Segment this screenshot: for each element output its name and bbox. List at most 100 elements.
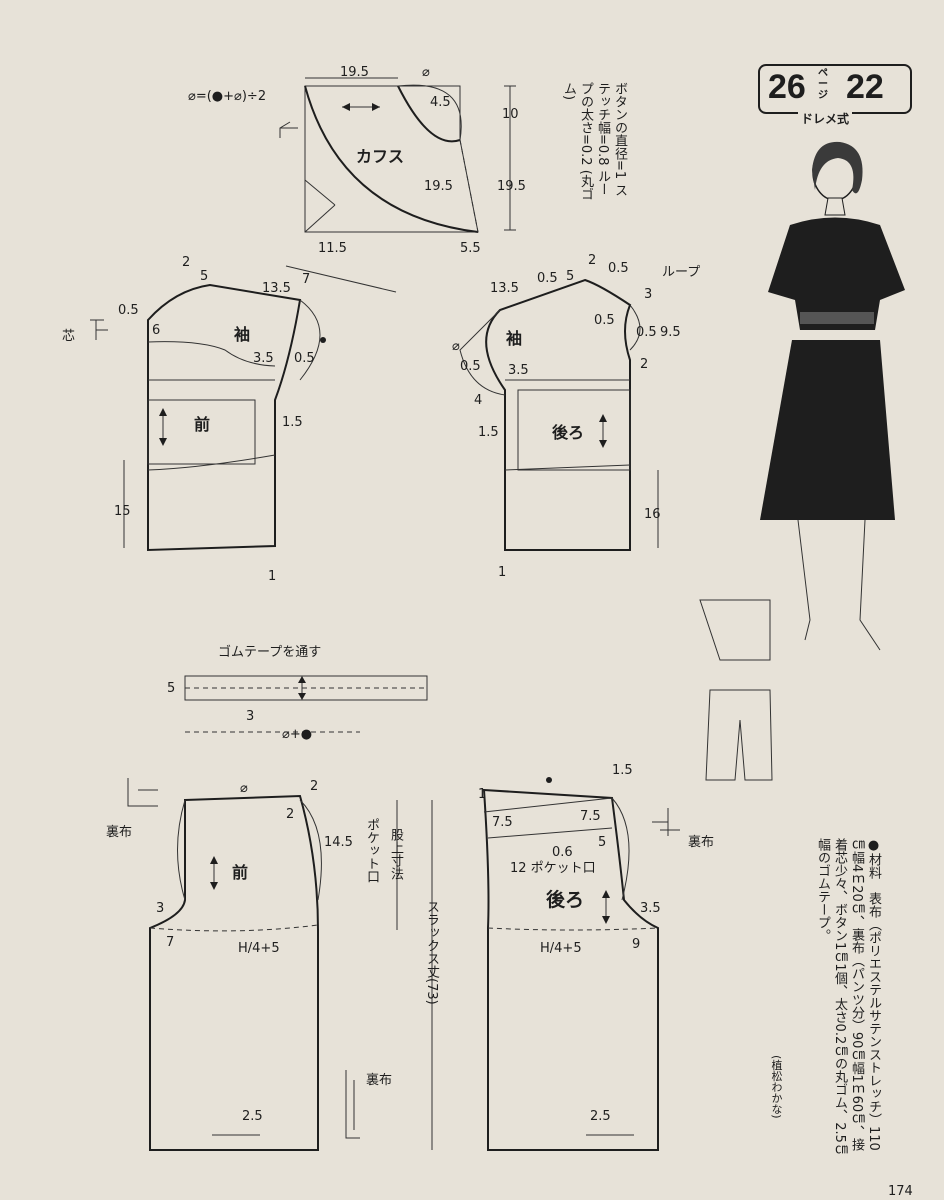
bb-h16: 16 bbox=[644, 507, 661, 522]
fp-lining: 裏布 bbox=[106, 825, 132, 840]
fb-sleeve-label: 袖 bbox=[234, 325, 250, 344]
bp-pocket: 12 ポケット口 bbox=[510, 861, 596, 876]
note-loop-material: (丸ゴム) bbox=[561, 82, 593, 201]
pattern-number: 22 bbox=[846, 68, 884, 106]
fb-m05b: 0.5 bbox=[294, 351, 315, 366]
cuff-piece: 19.5 ⌀ 4.5 10 19.5 19.5 11.5 5.5 カフス bbox=[279, 65, 526, 256]
bb-m05b: 0.5 bbox=[608, 261, 629, 276]
waistband-h5: 5 bbox=[167, 681, 175, 696]
bb-m3: 3 bbox=[644, 287, 652, 302]
front-bodice-outline bbox=[147, 283, 302, 552]
cuff-corner: 5.5 bbox=[460, 241, 481, 256]
length-measure: スラックス丈(73) bbox=[424, 900, 439, 1005]
credit: (植松わかな) bbox=[770, 1055, 783, 1119]
fb-m6: 6 bbox=[152, 323, 160, 338]
model-top bbox=[768, 217, 905, 330]
button-notes: ボタンの直径=1 ステッチ幅=0.8 ループの太さ=0.2 (丸ゴム) bbox=[560, 82, 628, 202]
back-pants: 1.5 1 7.5 7.5 0.6 5 12 ポケット口 3.5 9 H/4+5… bbox=[478, 763, 714, 1151]
page-unit: ページ bbox=[818, 68, 828, 101]
model-culottes bbox=[760, 340, 895, 520]
bp-hem: 2.5 bbox=[590, 1109, 611, 1124]
bp-lining: 裏布 bbox=[688, 835, 714, 850]
fashion-illustration bbox=[699, 141, 905, 781]
front-bodice-7: 7 bbox=[302, 272, 310, 287]
bb-hem1: 1 bbox=[498, 565, 506, 580]
fb-m15arm: 1.5 bbox=[282, 415, 303, 430]
cuff-label: カフス bbox=[356, 147, 404, 166]
bb-m2: 2 bbox=[588, 253, 596, 268]
bb-m4: 4 bbox=[474, 393, 482, 408]
fp-hem: 2.5 bbox=[242, 1109, 263, 1124]
cuff-h10: 10 bbox=[502, 107, 519, 122]
page-ref-number: 26 bbox=[768, 68, 806, 106]
cuff-angle: ⌀ bbox=[422, 65, 430, 80]
bb-m5: 5 bbox=[566, 269, 574, 284]
bb-m15arm: 1.5 bbox=[478, 425, 499, 440]
cuff-arc bbox=[397, 84, 462, 141]
formula: ⌀=(●+⌀)÷2 bbox=[188, 89, 266, 104]
waistband-note: ゴムテープを通す bbox=[218, 644, 321, 660]
materials-text: ●材料 表布（ポリエステルサテンストレッチ）110㎝幅4ｍ20㎝、裏布（パンツ分… bbox=[815, 838, 881, 1156]
bp-crotch9: 9 bbox=[632, 937, 640, 952]
front-bodice: 2 5 13.5 0.5 6 3.5 0.5 1.5 15 1 芯 袖 前 bbox=[62, 255, 326, 584]
fb-h15: 15 bbox=[114, 504, 131, 519]
fb-hem1: 1 bbox=[268, 569, 276, 584]
waistband-m3: 3 bbox=[246, 709, 254, 724]
bb-angle: ⌀ bbox=[452, 339, 460, 354]
cuff-inner-curve bbox=[397, 85, 461, 143]
front-pocket bbox=[147, 399, 256, 465]
model-hair bbox=[812, 141, 863, 194]
rise-measure: 股上寸法 bbox=[388, 828, 403, 880]
bb-sleeve-label: 袖 bbox=[506, 329, 522, 348]
fp-m2: 2 bbox=[310, 779, 318, 794]
bp-m5: 5 bbox=[598, 835, 606, 850]
fb-interfacing: 芯 bbox=[62, 329, 75, 344]
bb-m05a: 0.5 bbox=[537, 271, 558, 286]
fp-crotch7: 7 bbox=[166, 935, 174, 950]
cuff-curve bbox=[304, 85, 479, 233]
fp-pocket-label: ポケット口 bbox=[364, 818, 379, 883]
back-bodice: 13.5 0.5 5 2 0.5 ループ 3 0.5 0.5 9.5 2 0.5… bbox=[452, 253, 700, 580]
fb-neck-2: 2 bbox=[182, 255, 190, 270]
fp-label: 前 bbox=[232, 863, 248, 882]
waistband: ゴムテープを通す 5 3 ⌀+● bbox=[167, 644, 428, 742]
fb-shoulder: 13.5 bbox=[262, 281, 291, 296]
badge-caption: ドレメ式 bbox=[798, 110, 853, 127]
back-bodice-outline bbox=[485, 278, 632, 551]
flat-top bbox=[699, 599, 771, 661]
bb-m05e: 0.5 bbox=[460, 359, 481, 374]
page-number: 174 bbox=[888, 1184, 913, 1199]
bp-m75a: 7.5 bbox=[492, 815, 513, 830]
fp-hip: H/4+5 bbox=[238, 941, 280, 956]
bp-m06: 0.6 bbox=[552, 845, 573, 860]
cuff-bottom: 11.5 bbox=[318, 241, 347, 256]
bp-hip: H/4+5 bbox=[540, 941, 582, 956]
bb-m95: 9.5 bbox=[660, 325, 681, 340]
bp-m75b: 7.5 bbox=[580, 809, 601, 824]
front-sleeve-line bbox=[147, 341, 276, 367]
front-pants: ⌀ 2 2 14.5 3 7 H/4+5 2.5 裏布 裏布 前 bbox=[106, 778, 392, 1151]
fb-m05a: 0.5 bbox=[118, 303, 139, 318]
cuff-d45: 4.5 bbox=[430, 95, 451, 110]
bb-shoulder: 13.5 bbox=[490, 281, 519, 296]
flat-pants bbox=[705, 689, 773, 781]
pattern-badge: 26 ページ 22 ドレメ式 bbox=[758, 64, 914, 127]
note-stitch-width: ステッチ幅=0.8 bbox=[595, 82, 627, 197]
fp-top-angle: ⌀ bbox=[240, 781, 248, 796]
waistband-length: ⌀+● bbox=[282, 727, 312, 742]
bp-label: 後ろ bbox=[546, 888, 584, 911]
cuff-h195-inner: 19.5 bbox=[424, 179, 453, 194]
bb-label: 後ろ bbox=[552, 423, 584, 442]
bb-m05d: 0.5 bbox=[636, 325, 657, 340]
model-belt bbox=[800, 312, 874, 324]
fp-pocket-len: 14.5 bbox=[324, 835, 353, 850]
note-button-diameter: ボタンの直径=1 bbox=[612, 82, 627, 180]
fp-lining2: 裏布 bbox=[366, 1073, 392, 1088]
front-pants-outline bbox=[149, 794, 319, 1151]
fb-neck-5: 5 bbox=[200, 269, 208, 284]
back-pants-outline bbox=[482, 788, 659, 1151]
bp-m1: 1 bbox=[478, 787, 486, 802]
bb-loop: ループ bbox=[662, 265, 700, 280]
